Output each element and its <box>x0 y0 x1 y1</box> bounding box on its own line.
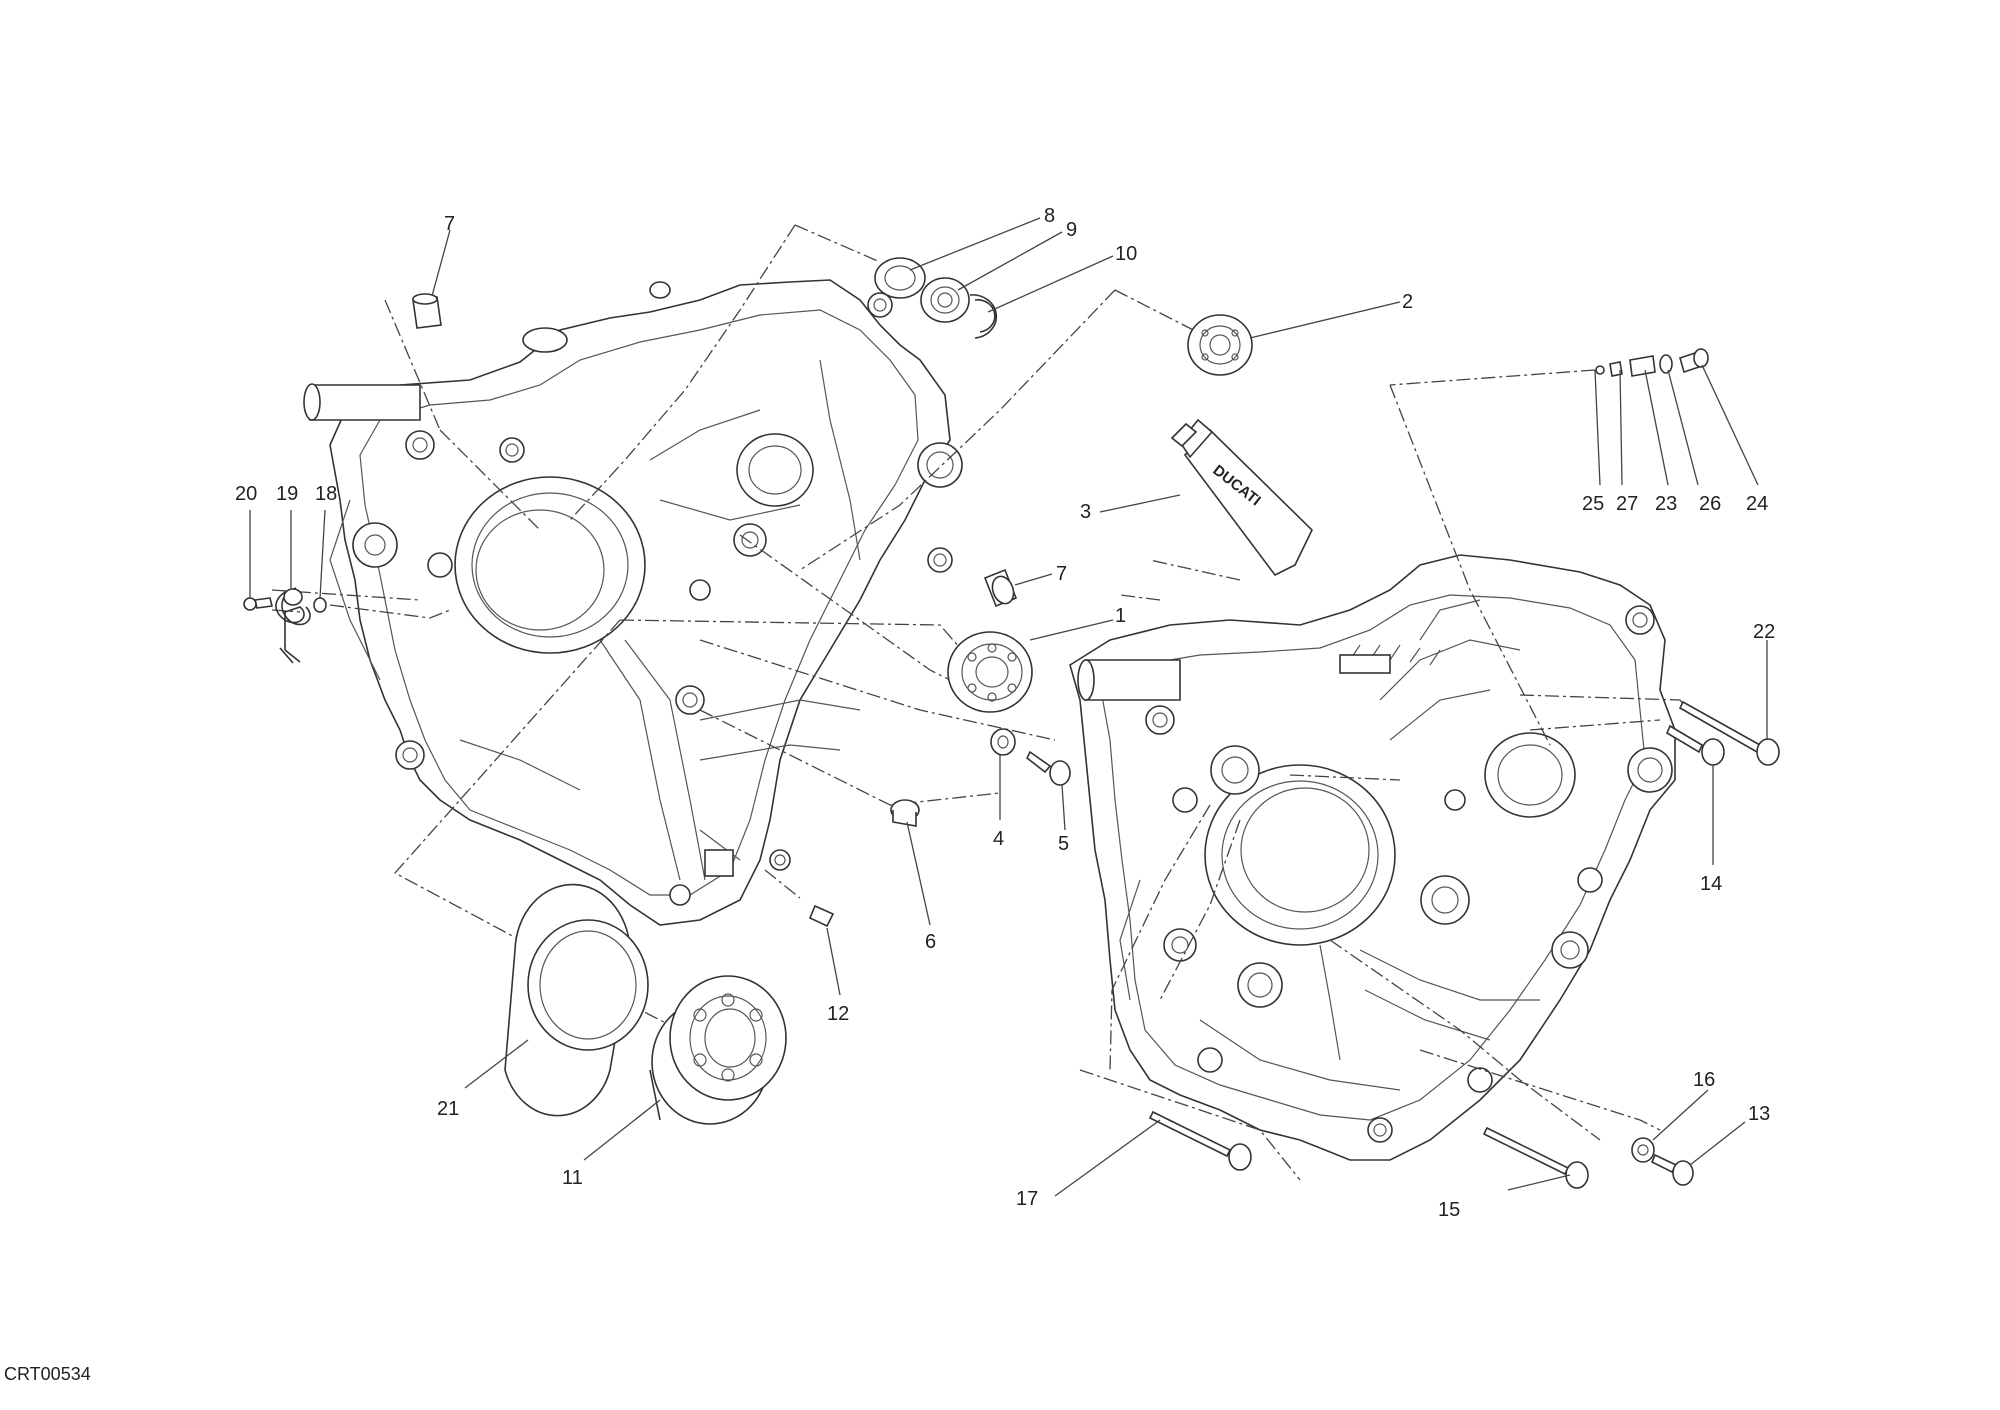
callout-4: 4 <box>993 828 1004 850</box>
plug-6 <box>890 799 920 827</box>
ring-21 <box>504 883 649 1117</box>
callout-25: 25 <box>1582 493 1604 515</box>
callout-21: 21 <box>437 1098 459 1120</box>
callout-27: 27 <box>1616 493 1638 515</box>
callout-2: 2 <box>1402 291 1413 313</box>
assembly-lines <box>271 224 1691 1181</box>
bolt-5 <box>1025 750 1071 786</box>
bolt-15 <box>1482 1126 1589 1189</box>
bolt-22 <box>1678 700 1780 766</box>
callout-6: 6 <box>925 931 936 953</box>
bolt-17 <box>1148 1110 1252 1171</box>
callout-10: 10 <box>1115 243 1137 265</box>
valve-set-23-27 <box>1595 348 1709 377</box>
dowel-7-upper <box>412 293 442 329</box>
drawing-code: CRT00534 <box>4 1364 91 1384</box>
callout-7-upper: 7 <box>444 213 455 235</box>
bearing-1 <box>947 631 1033 713</box>
callout-14: 14 <box>1700 873 1722 895</box>
left-crankcase-half <box>303 279 963 926</box>
callout-8: 8 <box>1044 205 1055 227</box>
washer-16 <box>1631 1137 1655 1163</box>
callout-19: 19 <box>276 483 298 505</box>
loose-parts: DUCATI <box>243 257 1780 1189</box>
callout-17: 17 <box>1016 1188 1038 1210</box>
callout-24: 24 <box>1746 493 1768 515</box>
pin-12 <box>808 904 835 928</box>
bearing-9 <box>920 277 970 323</box>
callout-18: 18 <box>315 483 337 505</box>
callout-5: 5 <box>1058 833 1069 855</box>
bolt-13 <box>1650 1153 1694 1186</box>
sealant-tube-3: DUCATI <box>1170 418 1313 577</box>
callout-labels: 1 2 3 4 5 6 7 7 8 9 10 11 12 13 14 15 16… <box>235 205 1775 1221</box>
callout-16: 16 <box>1693 1069 1715 1091</box>
roller-bearing-11 <box>649 975 787 1125</box>
callout-12: 12 <box>827 1003 849 1025</box>
callout-13: 13 <box>1748 1103 1770 1125</box>
oil-pipe-18-19-20 <box>243 587 327 664</box>
right-crankcase-half <box>1069 554 1676 1161</box>
callout-9: 9 <box>1066 219 1077 241</box>
bearing-2 <box>1187 314 1253 376</box>
dowel-7-lower <box>983 568 1018 608</box>
washer-4 <box>990 728 1016 756</box>
callout-7-lower: 7 <box>1056 563 1067 585</box>
seal-8 <box>874 257 926 299</box>
callout-3: 3 <box>1080 501 1091 523</box>
callout-15: 15 <box>1438 1199 1460 1221</box>
callout-23: 23 <box>1655 493 1677 515</box>
circlip-10 <box>969 294 998 339</box>
callout-26: 26 <box>1699 493 1721 515</box>
callout-22: 22 <box>1753 621 1775 643</box>
callout-20: 20 <box>235 483 257 505</box>
callout-1: 1 <box>1115 605 1126 627</box>
leader-lines <box>249 217 1768 1197</box>
callout-11: 11 <box>562 1167 583 1189</box>
